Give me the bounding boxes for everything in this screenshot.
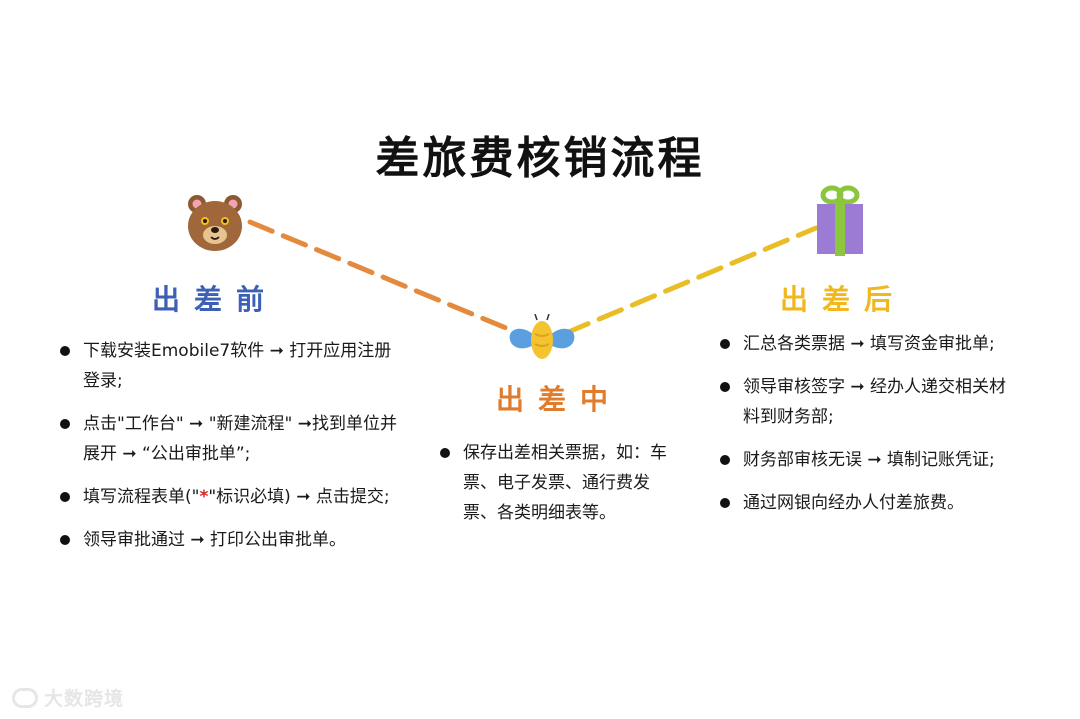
watermark-logo-icon [12, 687, 38, 708]
watermark: 大数跨境 [12, 684, 124, 711]
list-item: 下载安装Emobile7软件 ➞ 打开应用注册登录; [58, 336, 398, 396]
phase-title-during: 出差中 [496, 383, 623, 416]
list-item: 汇总各类票据 ➞ 填写资金审批单; [718, 329, 1018, 359]
step-text: "标识必填) ➞ 点击提交; [208, 487, 390, 507]
butterfly-icon [509, 314, 575, 359]
list-item: 财务部审核无误 ➞ 填制记账凭证; [718, 445, 1018, 475]
page-title: 差旅费核销流程 [375, 133, 705, 184]
list-item: 通过网银向经办人付差旅费。 [718, 488, 1018, 518]
phase-title-after: 出差后 [780, 283, 907, 316]
list-item: 领导审批通过 ➞ 打印公出审批单。 [58, 525, 398, 555]
required-mark: * [199, 487, 209, 507]
connector-during-after [563, 225, 819, 336]
during-steps-list: 保存出差相关票据，如：车票、电子发票、通行费发票、各类明细表等。 [438, 438, 683, 541]
list-item: 领导审核签字 ➞ 经办人递交相关材料到财务部; [718, 372, 1018, 432]
list-item: 填写流程表单("*"标识必填) ➞ 点击提交; [58, 482, 398, 512]
after-steps-list: 汇总各类票据 ➞ 填写资金审批单; 领导审核签字 ➞ 经办人递交相关材料到财务部… [718, 329, 1018, 531]
step-text: 填写流程表单(" [83, 487, 200, 507]
phase-title-before: 出差前 [152, 283, 279, 316]
watermark-text: 大数跨境 [44, 688, 125, 710]
connector-before-during [247, 219, 521, 336]
list-item: 保存出差相关票据，如：车票、电子发票、通行费发票、各类明细表等。 [438, 438, 683, 528]
gift-icon [817, 185, 863, 256]
before-steps-list: 下载安装Emobile7软件 ➞ 打开应用注册登录; 点击"工作台" ➞ "新建… [58, 336, 398, 568]
bear-icon [188, 195, 242, 251]
list-item: 点击"工作台" ➞ "新建流程" ➞找到单位并展开 ➞ “公出审批单”; [58, 409, 398, 469]
